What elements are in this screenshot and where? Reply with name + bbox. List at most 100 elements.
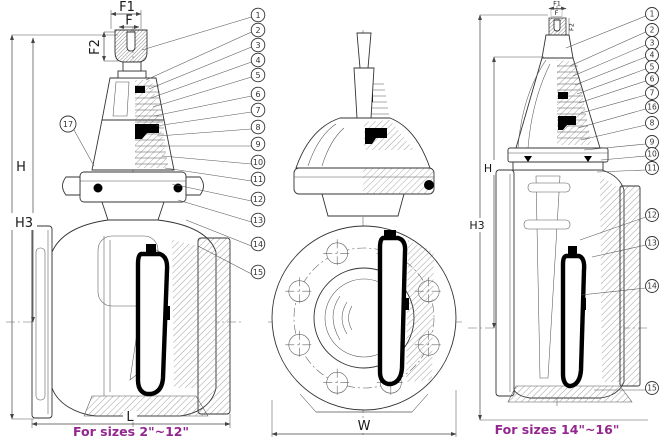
middle-view-packing-section bbox=[364, 120, 414, 150]
right-view-seal-dot-right bbox=[584, 156, 592, 162]
left-view-seal-upper bbox=[135, 86, 145, 93]
right-view-dimensions: H H3 F1 F F2 bbox=[466, 0, 648, 421]
callout: 13 bbox=[591, 236, 659, 258]
right-view-right-flange-section bbox=[619, 185, 641, 387]
callout: 8 bbox=[157, 119, 266, 137]
dim-label-f2-right: F2 bbox=[568, 23, 576, 31]
middle-view-wall-section bbox=[406, 240, 434, 382]
svg-text:7: 7 bbox=[650, 89, 655, 98]
right-view: H H3 F1 F F2 bbox=[466, 0, 650, 421]
svg-text:1: 1 bbox=[650, 10, 655, 19]
callout: 12 bbox=[171, 183, 266, 207]
svg-text:4: 4 bbox=[650, 51, 655, 60]
callout: 6 bbox=[578, 72, 659, 104]
svg-text:2: 2 bbox=[255, 26, 260, 35]
callout: 2 bbox=[145, 22, 266, 81]
caption-left-sizes: For sizes 2"~12" bbox=[73, 424, 189, 439]
callout: 5 bbox=[576, 60, 659, 95]
right-view-bonnet-flange bbox=[507, 147, 609, 163]
svg-text:9: 9 bbox=[255, 140, 260, 149]
svg-text:13: 13 bbox=[253, 216, 263, 225]
callout: 9 bbox=[160, 136, 266, 152]
callout: 4 bbox=[150, 52, 266, 99]
svg-text:3: 3 bbox=[650, 39, 655, 48]
middle-view-bonnet-lines bbox=[307, 123, 345, 167]
svg-text:3: 3 bbox=[255, 41, 260, 50]
middle-view-bonnet bbox=[295, 117, 431, 169]
svg-text:10: 10 bbox=[253, 158, 263, 167]
right-view-bonnet-lines bbox=[517, 59, 551, 149]
svg-text:16: 16 bbox=[647, 103, 657, 112]
svg-text:6: 6 bbox=[650, 75, 655, 84]
svg-text:2: 2 bbox=[650, 26, 655, 35]
left-view-wedge-gate bbox=[135, 251, 170, 397]
middle-view-wedge-gate bbox=[377, 235, 408, 387]
left-view-bottom-section bbox=[83, 395, 209, 417]
callout: 16 bbox=[577, 100, 659, 129]
svg-text:8: 8 bbox=[255, 123, 260, 132]
callout: 7 bbox=[155, 102, 266, 127]
svg-text:14: 14 bbox=[253, 240, 263, 249]
svg-text:11: 11 bbox=[253, 175, 263, 184]
dim-label-h3-right: H3 bbox=[469, 219, 484, 232]
left-view-right-flange-section bbox=[197, 237, 231, 415]
svg-text:4: 4 bbox=[255, 56, 260, 65]
svg-text:7: 7 bbox=[255, 106, 260, 115]
middle-view-seat-curves bbox=[332, 295, 353, 341]
svg-text:6: 6 bbox=[255, 90, 260, 99]
middle-view-stem-lower bbox=[353, 67, 375, 119]
left-view: H H3 F1 F F2 L 17 bbox=[6, 0, 242, 428]
svg-text:12: 12 bbox=[253, 195, 263, 204]
left-view-wall-section bbox=[172, 240, 198, 388]
svg-text:15: 15 bbox=[647, 384, 657, 393]
callout: 12 bbox=[579, 208, 659, 241]
dim-label-f-right: F bbox=[555, 9, 559, 17]
callout-17: 17 bbox=[59, 115, 95, 167]
dim-label-h3-left: H3 bbox=[15, 216, 33, 231]
left-view-seal-lower bbox=[135, 124, 159, 139]
right-view-left-flange bbox=[495, 169, 515, 397]
dim-label-f1-left: F1 bbox=[119, 0, 135, 15]
callout: 10 bbox=[161, 154, 266, 170]
svg-text:14: 14 bbox=[647, 282, 657, 291]
dim-label-f2-left: F2 bbox=[88, 39, 103, 55]
svg-text:9: 9 bbox=[650, 138, 655, 147]
callout: 11 bbox=[164, 167, 266, 187]
middle-view-bolt-circle bbox=[293, 247, 435, 389]
center-callouts: 1 2 3 4 5 6 7 8 9 10 11 12 13 14 15 bbox=[141, 7, 266, 280]
callout: 5 bbox=[152, 67, 266, 108]
svg-text:13: 13 bbox=[647, 239, 657, 248]
callout: 6 bbox=[153, 86, 266, 117]
middle-view: W bbox=[268, 30, 462, 438]
callout: 13 bbox=[177, 199, 266, 228]
svg-text:8: 8 bbox=[650, 119, 655, 128]
callout: 8 bbox=[580, 116, 659, 141]
right-callouts: 1 2 3 4 5 6 7 16 8 9 10 11 12 13 14 15 bbox=[565, 7, 659, 395]
callout: 3 bbox=[572, 36, 659, 77]
callout: 1 bbox=[141, 7, 266, 51]
right-view-seal-dot-left bbox=[524, 156, 532, 162]
dim-label-h-right: H bbox=[484, 162, 492, 175]
middle-view-oring bbox=[424, 180, 434, 190]
left-view-dimensions: H H3 F1 F F2 L bbox=[10, 0, 231, 428]
middle-view-base bbox=[299, 393, 429, 413]
svg-text:12: 12 bbox=[647, 211, 657, 220]
callout: 15 bbox=[197, 245, 266, 280]
svg-text:11: 11 bbox=[647, 164, 657, 173]
dim-label-f-left: F bbox=[125, 14, 132, 29]
right-view-wedge-gate bbox=[560, 253, 587, 389]
svg-text:1: 1 bbox=[255, 11, 260, 20]
svg-text:5: 5 bbox=[650, 63, 655, 72]
callout: 3 bbox=[148, 37, 266, 90]
callout: 1 bbox=[565, 7, 659, 49]
dim-label-f1-right: F1 bbox=[553, 0, 561, 8]
svg-text:15: 15 bbox=[253, 268, 263, 277]
caption-right-sizes: For sizes 14"~16" bbox=[495, 422, 620, 437]
callout: 14 bbox=[185, 219, 266, 252]
right-view-wall-section bbox=[600, 176, 622, 382]
callout: 10 bbox=[600, 147, 659, 161]
left-view-oring-left bbox=[93, 183, 103, 193]
right-view-bottom-section bbox=[507, 385, 633, 403]
